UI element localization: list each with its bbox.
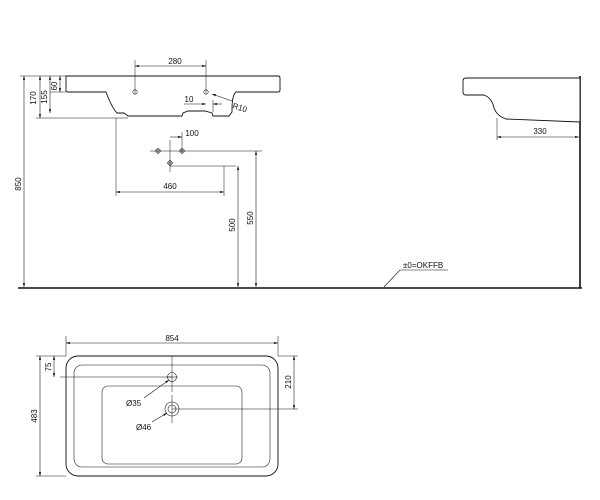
front-view: 280 10 R10 100 <box>14 57 448 288</box>
dim-d46-label: Ø46 <box>136 423 152 432</box>
dim-280-label: 280 <box>168 57 182 66</box>
side-view-basin <box>462 77 581 123</box>
dim-r10-label: R10 <box>231 101 248 114</box>
dim-100-label: 100 <box>185 129 199 138</box>
dim-460-label: 460 <box>163 182 177 191</box>
dim-500-label: 500 <box>228 218 237 232</box>
dim-483-label: 483 <box>30 409 39 423</box>
waste-crosshair-lower <box>167 160 173 166</box>
floor-ref-label: ±0=OKFFB <box>403 261 443 270</box>
dim-170-label: 170 <box>29 91 38 105</box>
dim-854-label: 854 <box>165 334 179 343</box>
floor-ref-leader <box>383 269 401 288</box>
dim-210-label: 210 <box>284 375 293 389</box>
dim-850-label: 850 <box>14 177 23 191</box>
dim-d46-leader <box>151 412 168 423</box>
dim-d35-leader <box>143 379 170 399</box>
dim-60-label: 60 <box>50 81 59 90</box>
top-view: 854 483 75 210 Ø35 Ø46 <box>30 334 298 477</box>
dim-330-label: 330 <box>533 127 547 136</box>
dim-75-label: 75 <box>44 362 53 371</box>
dim-550-label: 550 <box>246 211 255 225</box>
dim-d35-label: Ø35 <box>126 399 142 408</box>
dim-10-label: 10 <box>185 95 194 104</box>
dim-r10-leader <box>211 93 233 102</box>
dim-155-label: 155 <box>40 90 49 104</box>
waste-crosshair-right <box>179 148 185 154</box>
front-view-basin <box>65 75 281 117</box>
waste-crosshair-left <box>155 148 161 154</box>
side-view: 330 <box>462 77 581 140</box>
